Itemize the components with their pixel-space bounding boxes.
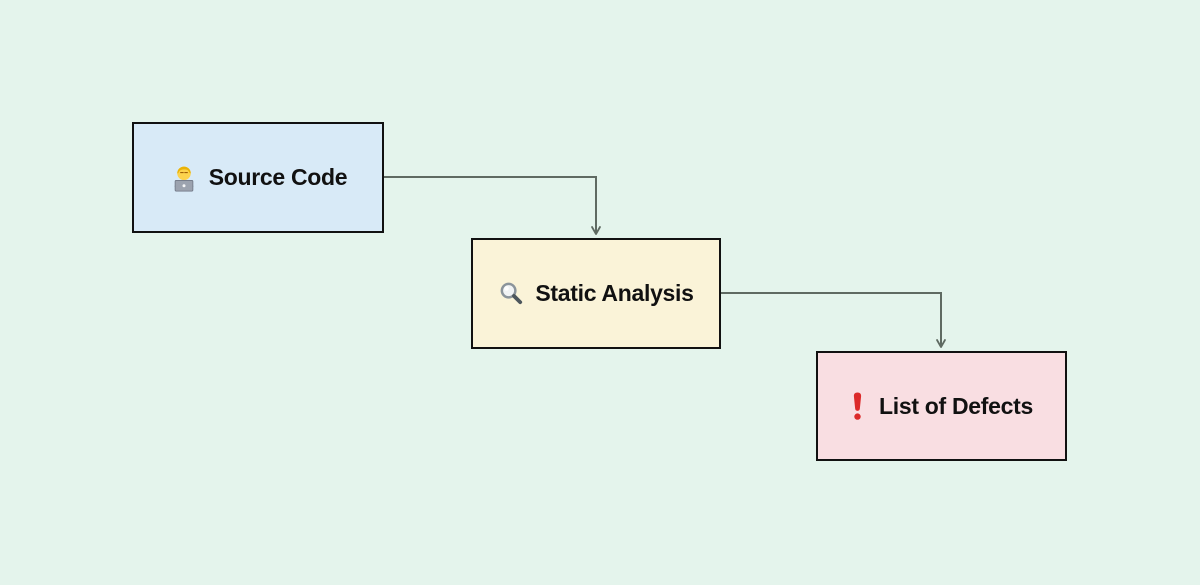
magnifying-glass-icon [498,280,525,307]
node-list-of-defects[interactable]: List of Defects [816,351,1067,461]
technologist-icon [169,163,199,193]
node-static-analysis[interactable]: Static Analysis [471,238,721,349]
node-source-code[interactable]: Source Code [132,122,384,233]
node-label-source-code: Source Code [208,164,348,190]
node-label-static-analysis: Static Analysis [535,280,694,306]
node-label-list-of-defects: List of Defects [879,392,1033,419]
exclamation-mark-icon [850,391,865,421]
connector-source-to-analysis[interactable] [384,176,601,235]
connector-analysis-to-defects[interactable] [721,292,946,348]
